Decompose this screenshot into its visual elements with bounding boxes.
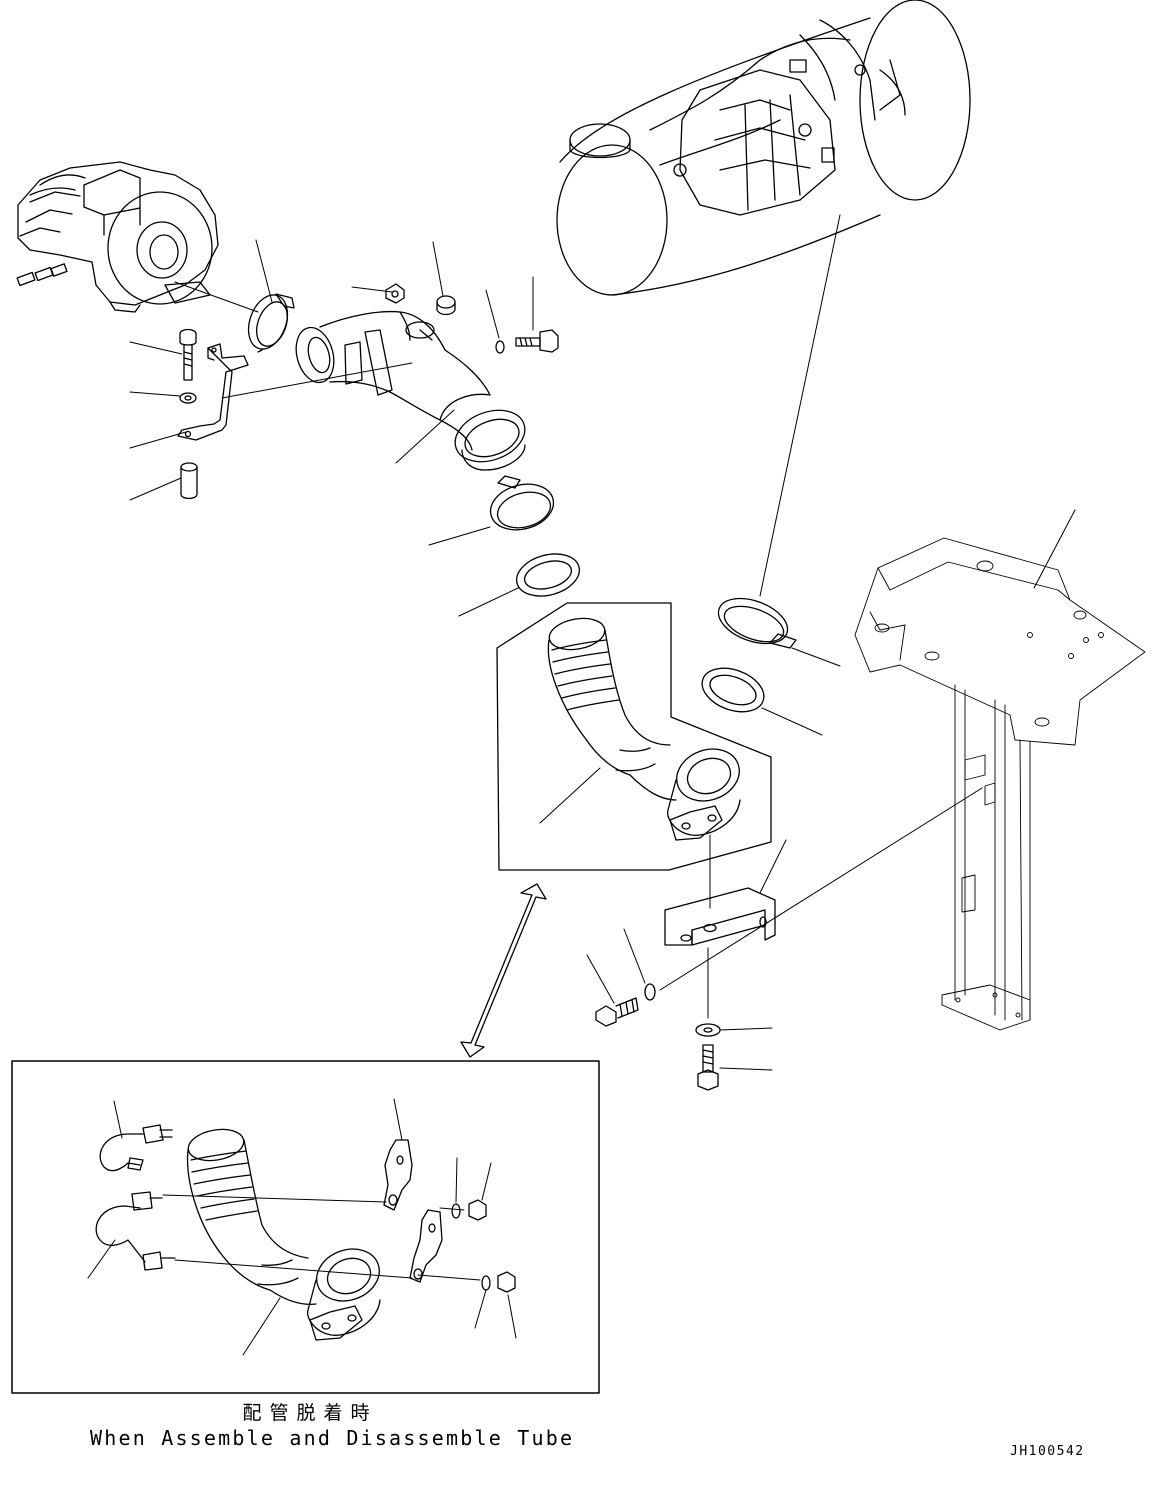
disassembly-inset-frame	[12, 1061, 599, 1393]
inset-u-bolt-upper	[100, 1125, 172, 1171]
stay-bracket	[178, 344, 248, 440]
washer-top	[496, 341, 504, 353]
clamp-muffler	[712, 590, 796, 652]
caption-english: When Assemble and Disassemble Tube	[90, 1426, 575, 1450]
inset-leader-lines	[88, 1099, 516, 1355]
clamp-turbo	[242, 290, 295, 355]
washer-bracket-side	[645, 984, 655, 1000]
assembly-lines	[175, 215, 982, 1018]
inset-u-bolt-lower	[96, 1192, 175, 1270]
exhaust-elbow-pipe	[290, 312, 532, 471]
muffler-frame-stand	[855, 538, 1145, 1030]
bolt-top	[516, 330, 558, 352]
washer-bracket-bottom	[696, 1024, 720, 1036]
inset-bracket-upper	[384, 1140, 412, 1210]
plug-top	[437, 296, 455, 315]
caption-japanese: 配管脱着時	[242, 1402, 378, 1424]
double-arrow	[461, 884, 546, 1057]
spacer-left	[181, 463, 197, 499]
drawing-number: JH100542	[1010, 1444, 1085, 1459]
flex-tube-inset-outline	[497, 603, 771, 870]
leader-lines	[130, 240, 1075, 1070]
bolt-left	[180, 330, 196, 381]
gasket-middle	[512, 547, 584, 602]
bolt-bracket-bottom	[698, 1045, 718, 1090]
nut-top	[386, 284, 404, 303]
flexible-tube-main	[547, 614, 747, 840]
clamp-middle	[485, 476, 558, 537]
bolt-bracket-side	[596, 998, 638, 1026]
support-bracket-plate	[665, 888, 775, 945]
washer-left	[180, 393, 196, 403]
turbocharger-assembly	[17, 162, 218, 312]
inset-flexible-tube	[186, 1125, 387, 1340]
dpf-muffler-assembly	[557, 0, 970, 295]
gasket-muffler	[696, 660, 770, 719]
inset-assembly-lines	[163, 1195, 480, 1280]
inset-bracket-lower	[410, 1210, 442, 1282]
